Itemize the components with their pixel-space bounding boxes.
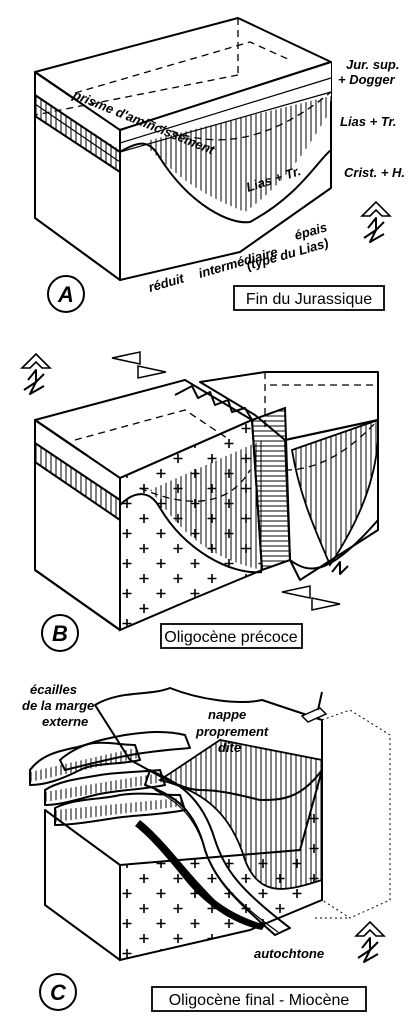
- label-lias-tr: Lias + Tr.: [340, 114, 397, 129]
- panel-a-title-box: [233, 285, 385, 311]
- label-crist-h: Crist. + H.: [344, 165, 405, 180]
- panel-c-ecailles: [29, 731, 191, 826]
- label-dogger: + Dogger: [338, 72, 396, 87]
- panel-c-front-face: [44, 809, 121, 961]
- panel-a-letter: A: [57, 282, 74, 307]
- label-marge: de la marge: [22, 698, 94, 713]
- panel-b-motion-arrow-top: [111, 351, 167, 379]
- panel-c-nappe-top: [94, 687, 323, 801]
- label-proprement: proprement: [195, 724, 269, 739]
- north-arrow-icon-b2: [331, 561, 349, 575]
- panel-c-title-box: [151, 986, 367, 1012]
- panel-c-thrust-plane: [135, 820, 265, 930]
- panel-c-nappe-hatch: [157, 739, 323, 890]
- panel-b-motion-arrow-bottom: [281, 585, 341, 611]
- north-arrow-icon-b: [20, 352, 52, 395]
- panel-c-letter: C: [50, 980, 67, 1005]
- label-nappe: nappe: [208, 707, 246, 722]
- panel-b-title-box: [160, 623, 303, 649]
- panel-c-dotted-outline: [315, 709, 391, 919]
- panel-a-lias-trias-hatch: [150, 96, 331, 212]
- label-ecailles: écailles: [30, 682, 77, 697]
- panel-a-hidden-edges: [34, 18, 239, 116]
- label-externe: externe: [42, 714, 88, 729]
- panel-b-title: Oligocène précoce: [164, 629, 298, 646]
- label-dite: dite: [218, 740, 241, 755]
- panel-b: [34, 371, 379, 632]
- panel-a-basement-contact: [119, 142, 332, 224]
- panel-c-small-symbol: [300, 691, 328, 723]
- panel-a: [34, 17, 332, 281]
- label-reduit: réduit: [147, 270, 186, 295]
- panel-b-letter-circle: [41, 614, 79, 652]
- north-arrow-icon: [360, 200, 392, 243]
- label-autochtone: autochtone: [254, 946, 324, 961]
- panel-b-letter: B: [52, 621, 68, 646]
- panel-c: [29, 687, 391, 962]
- panel-a-letter-circle: [47, 275, 85, 313]
- label-jur-sup: Jur. sup.: [346, 57, 399, 72]
- panel-c-title: Oligocène final - Miocène: [169, 992, 350, 1009]
- panel-b-right-face: [284, 419, 379, 581]
- panel-b-fault-trace: [174, 385, 253, 421]
- panel-c-letter-circle: [39, 973, 77, 1011]
- north-arrow-icon-c: [354, 920, 386, 963]
- panel-a-title: Fin du Jurassique: [246, 291, 372, 308]
